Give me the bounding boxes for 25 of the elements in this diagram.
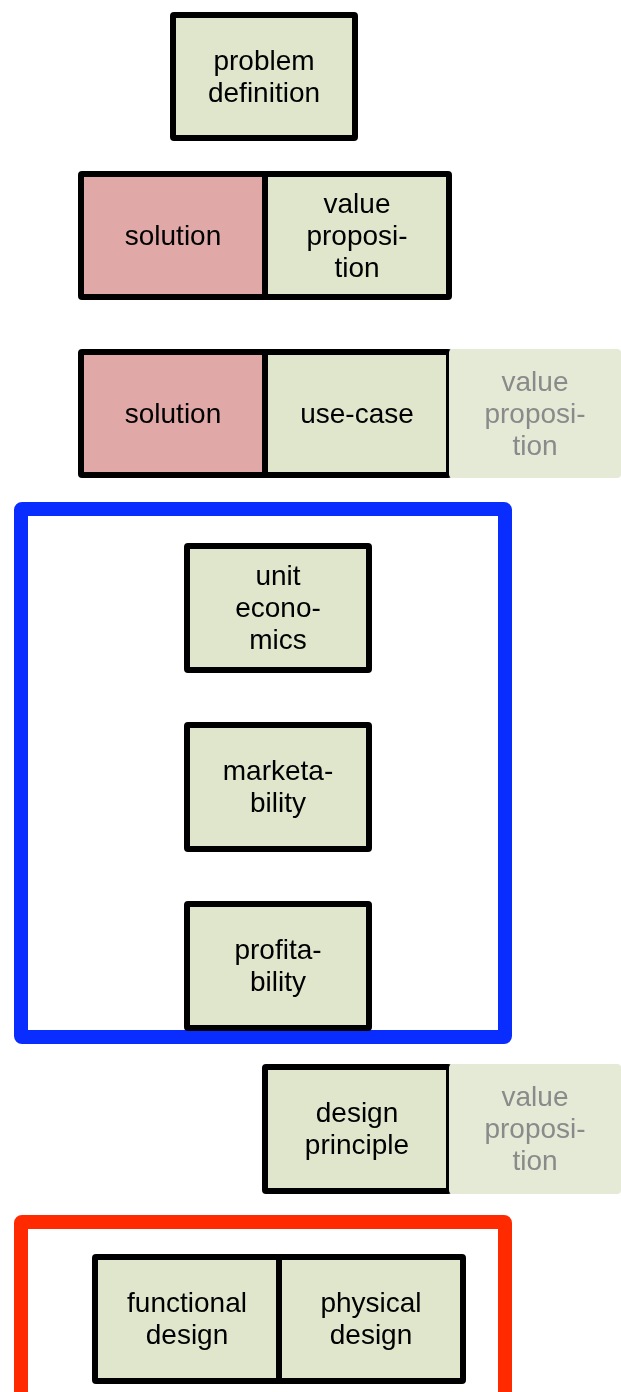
box-label: profita- bility	[233, 934, 323, 998]
group-frame	[14, 502, 512, 1044]
box-label: marketa- bility	[221, 755, 335, 819]
box-label: design principle	[303, 1097, 411, 1161]
box-label: value proposi- tion	[483, 365, 587, 462]
box-label: solution	[124, 219, 222, 252]
label-box	[170, 12, 358, 141]
label-box	[262, 1064, 452, 1194]
label-box	[449, 1064, 621, 1194]
group-frame	[14, 1215, 512, 1392]
box-label: value proposi- tion	[305, 187, 409, 284]
label-box	[184, 543, 372, 673]
label-box	[262, 171, 452, 300]
label-box	[276, 1254, 466, 1384]
box-label: solution	[124, 397, 222, 430]
label-box	[184, 722, 372, 852]
box-label: value proposi- tion	[483, 1081, 587, 1177]
label-box	[184, 901, 372, 1031]
box-label: functional design	[126, 1287, 248, 1351]
box-label: unit econo- mics	[234, 560, 322, 656]
box-label: problem definition	[206, 44, 322, 109]
label-box	[262, 349, 452, 478]
box-label: use-case	[300, 397, 414, 430]
box-label: physical design	[319, 1287, 423, 1351]
label-box	[449, 349, 621, 478]
